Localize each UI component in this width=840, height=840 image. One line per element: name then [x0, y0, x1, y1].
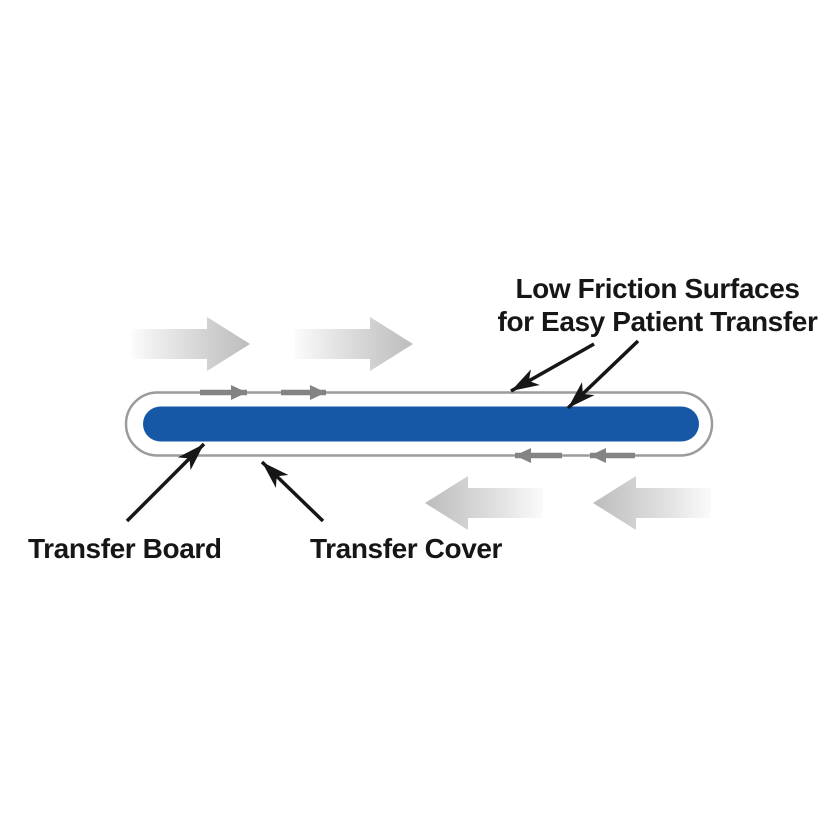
diagram-title: Low Friction Surfaces for Easy Patient T… [480, 272, 835, 338]
diagram-title-line1: Low Friction Surfaces [515, 273, 800, 304]
cover-friction-arrows [200, 385, 635, 463]
label-transfer-board: Transfer Board [28, 533, 222, 564]
transfer-board-shape [143, 406, 699, 442]
callout-arrow-low-friction-to-board-top-icon [566, 339, 640, 410]
motion-arrow-right-1-icon [132, 317, 250, 371]
diagram-title-line2: for Easy Patient Transfer [497, 306, 818, 337]
annotation-arrows [125, 339, 640, 523]
callout-arrow-transfer-board-icon [125, 442, 206, 523]
motion-arrow-left-2-icon [593, 476, 711, 530]
motion-arrow-left-1-icon [425, 476, 543, 530]
label-transfer-cover: Transfer Cover [310, 533, 503, 564]
callout-arrow-low-friction-to-cover-top-icon [510, 342, 595, 393]
callout-arrow-transfer-cover-icon [260, 460, 325, 523]
motion-arrow-right-2-icon [295, 317, 413, 371]
